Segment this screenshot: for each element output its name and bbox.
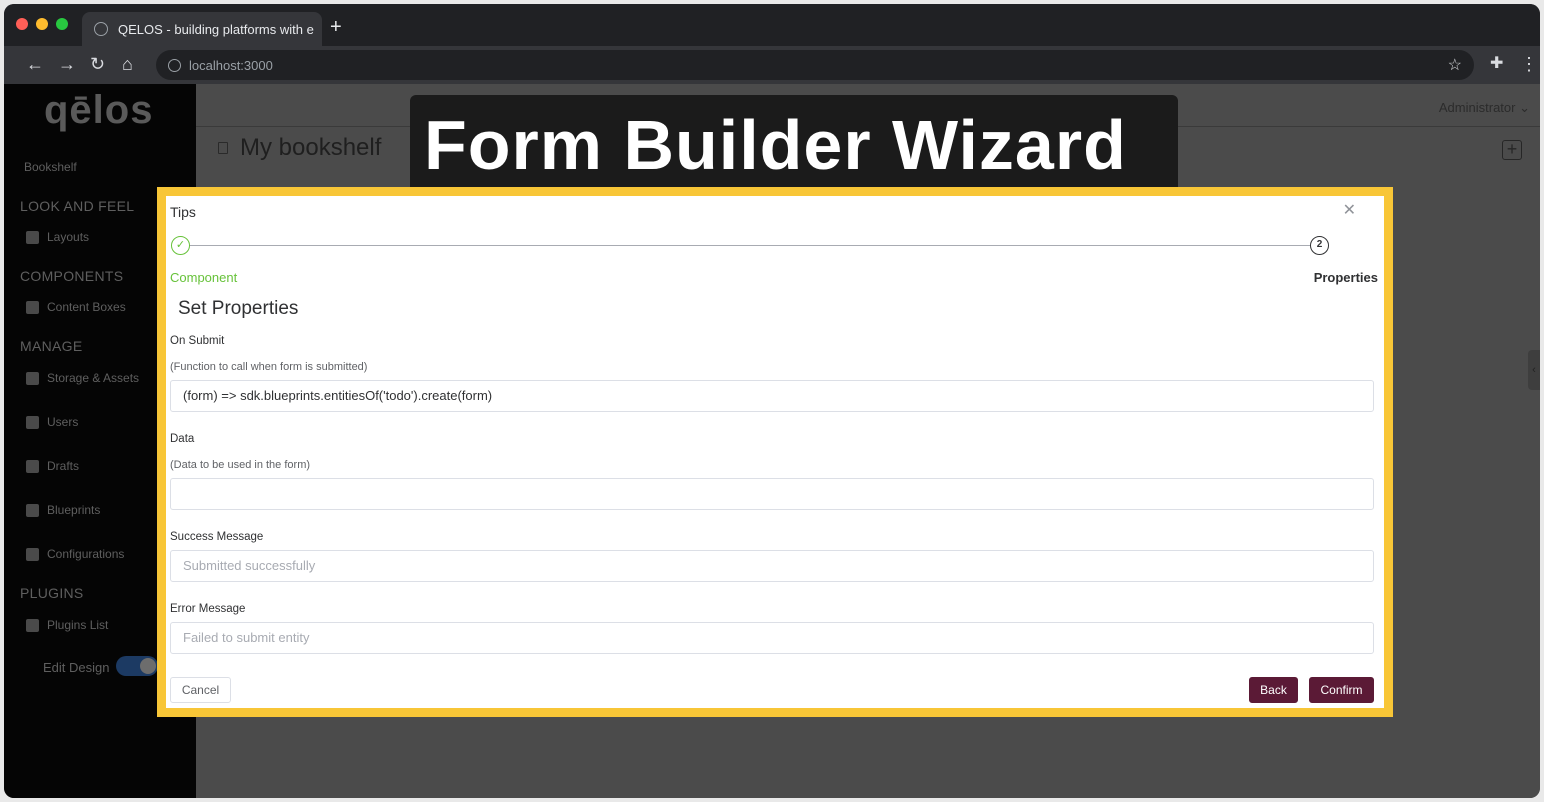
bookmark-star-icon[interactable]: ☆ xyxy=(1447,57,1462,74)
error-message-input[interactable]: Failed to submit entity xyxy=(170,622,1374,654)
sidebar-item-users[interactable]: Users xyxy=(26,415,78,429)
trash-icon[interactable] xyxy=(218,142,228,154)
nav-bar: ← → ↻ ⌂ localhost:3000 ☆ ✚ ⋮ xyxy=(4,46,1540,84)
sidebar-item-label: Storage & Assets xyxy=(47,371,140,385)
edit-design-label: Edit Design xyxy=(43,660,110,675)
browser-window: QELOS - building platforms with e + ← → … xyxy=(4,4,1540,798)
edit-design-toggle[interactable] xyxy=(116,656,158,676)
home-icon[interactable]: ⌂ xyxy=(122,54,133,74)
on-submit-label: On Submit xyxy=(170,335,225,347)
tab-title: QELOS - building platforms with e xyxy=(118,21,314,37)
sidebar-item-blueprints[interactable]: Blueprints xyxy=(26,503,100,517)
close-window-button[interactable] xyxy=(16,18,28,30)
address-bar[interactable]: localhost:3000 ☆ xyxy=(156,50,1474,80)
app-name: Bookshelf xyxy=(24,160,77,174)
globe-icon xyxy=(94,22,108,36)
close-icon[interactable]: ✕ xyxy=(1342,202,1356,219)
form-builder-dialog: Tips ✕ ✓ 2 Component Properties Set Prop… xyxy=(157,187,1393,717)
sidebar-item-label: Blueprints xyxy=(47,503,101,517)
step-label-component: Component xyxy=(170,270,238,285)
browser-tab[interactable]: QELOS - building platforms with e xyxy=(82,12,322,46)
browser-menu-icon[interactable]: ⋮ xyxy=(1520,54,1538,74)
step-label-properties: Properties xyxy=(1313,270,1378,285)
cancel-button[interactable]: Cancel xyxy=(170,677,231,703)
sidebar-item-storage-assets[interactable]: Storage & Assets xyxy=(26,371,139,385)
section-heading-manage: MANAGE xyxy=(20,338,83,354)
url-text: localhost:3000 xyxy=(189,57,273,73)
on-submit-input[interactable]: (form) => sdk.blueprints.entitiesOf('tod… xyxy=(170,380,1374,412)
sidebar-item-label: Plugins List xyxy=(47,618,109,632)
reload-icon[interactable]: ↻ xyxy=(90,54,106,74)
sidebar-item-configurations[interactable]: Configurations xyxy=(26,547,124,561)
users-icon xyxy=(26,415,39,429)
section-heading-look-and-feel: LOOK AND FEEL xyxy=(20,198,135,214)
chevron-down-icon: ⌄ xyxy=(1519,100,1530,115)
sidebar-item-label: Drafts xyxy=(47,459,80,473)
sidebar-item-drafts[interactable]: Drafts xyxy=(26,459,79,473)
data-input[interactable] xyxy=(170,478,1374,510)
user-menu[interactable]: Administrator ⌄ xyxy=(1439,100,1530,116)
dialog-title: Tips xyxy=(170,204,196,220)
data-hint: (Data to be used in the form) xyxy=(170,459,311,471)
extensions-puzzle-icon[interactable]: ✚ xyxy=(1490,55,1504,72)
success-message-input[interactable]: Submitted successfully xyxy=(170,550,1374,582)
sidebar-item-label: Layouts xyxy=(47,230,90,244)
database-icon xyxy=(26,503,39,517)
minimize-window-button[interactable] xyxy=(36,18,48,30)
sidebar-item-plugins-list[interactable]: Plugins List xyxy=(26,618,108,632)
panel-toggle-chevron-icon[interactable]: ‹ xyxy=(1528,350,1540,390)
on-submit-hint: (Function to call when form is submitted… xyxy=(170,361,368,373)
plug-icon xyxy=(26,618,39,632)
error-message-label: Error Message xyxy=(170,603,246,615)
app-logo[interactable]: qēlos xyxy=(44,88,154,132)
section-heading-components: COMPONENTS xyxy=(20,268,124,284)
grid-icon xyxy=(26,230,39,244)
step-number: 2 xyxy=(1310,236,1329,255)
sidebar-item-label: Configurations xyxy=(47,547,125,561)
success-message-label: Success Message xyxy=(170,531,264,543)
stepper-line xyxy=(188,245,1313,246)
step-check-icon: ✓ xyxy=(171,236,190,255)
sidebar-item-label: Users xyxy=(47,415,79,429)
back-button[interactable]: Back xyxy=(1249,677,1298,703)
page-title: My bookshelf xyxy=(240,134,382,161)
sidebar-item-content-boxes[interactable]: Content Boxes xyxy=(26,300,126,314)
back-arrow-icon[interactable]: ← xyxy=(26,54,44,74)
data-label: Data xyxy=(170,433,195,445)
maximize-window-button[interactable] xyxy=(56,18,68,30)
site-info-icon[interactable] xyxy=(168,58,181,72)
storage-icon xyxy=(26,371,39,385)
section-heading-plugins: PLUGINS xyxy=(20,585,84,601)
forward-arrow-icon[interactable]: → xyxy=(58,54,76,74)
confirm-button[interactable]: Confirm xyxy=(1309,677,1374,703)
section-title: Set Properties xyxy=(178,298,299,319)
sidebar-item-layouts[interactable]: Layouts xyxy=(26,230,89,244)
box-icon xyxy=(26,300,39,314)
gear-icon xyxy=(26,547,39,561)
tab-bar: QELOS - building platforms with e + xyxy=(4,4,1540,46)
sidebar-item-label: Content Boxes xyxy=(47,300,126,314)
add-box-icon[interactable]: + xyxy=(1502,140,1522,160)
user-name: Administrator xyxy=(1438,100,1516,115)
document-icon xyxy=(26,459,39,473)
new-tab-button[interactable]: + xyxy=(330,16,342,38)
title-banner: Form Builder Wizard xyxy=(410,95,1178,195)
